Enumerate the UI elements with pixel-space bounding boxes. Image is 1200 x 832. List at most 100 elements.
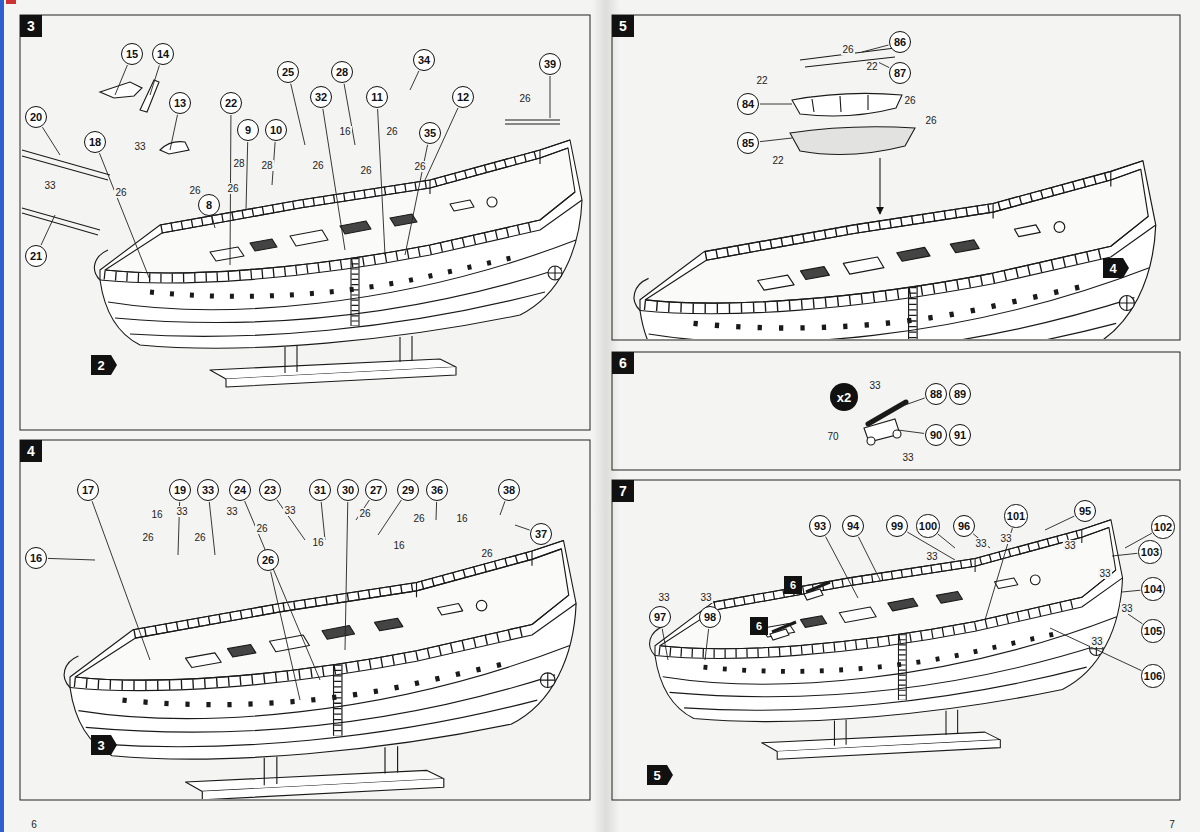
node-text: 5 <box>653 768 660 783</box>
node-text: 89 <box>954 388 966 400</box>
callout-number: 84 <box>737 93 759 115</box>
callout-number: 27 <box>365 479 387 501</box>
adhesive-code: 22 <box>771 155 784 166</box>
leader-line <box>436 502 438 520</box>
callout-number: 11 <box>366 86 388 108</box>
node-text: 93 <box>814 520 826 532</box>
leader-line <box>42 127 60 155</box>
node-text: 7 <box>619 483 627 499</box>
adhesive-code: 33 <box>868 380 881 391</box>
leader-line <box>48 558 95 560</box>
callout-number: 31 <box>309 479 331 501</box>
panel-frames <box>20 15 1180 800</box>
callout-number: 101 <box>1004 504 1027 527</box>
leader-line <box>705 629 709 660</box>
node-text: 91 <box>954 429 966 441</box>
callout-number: 35 <box>419 122 441 144</box>
leader-line <box>858 537 880 580</box>
adhesive-code: 16 <box>338 126 351 137</box>
adhesive-code: 26 <box>255 523 268 534</box>
adhesive-code: 33 <box>1090 636 1103 647</box>
node-text: 23 <box>264 484 276 496</box>
leader-line <box>321 502 325 540</box>
leader-line <box>277 500 305 540</box>
node-text: 33 <box>202 484 214 496</box>
callout-number: 8 <box>198 194 220 216</box>
leader-line <box>515 525 530 530</box>
node-text: 9 <box>245 124 251 136</box>
adhesive-code: 33 <box>974 538 987 549</box>
callout-number: 29 <box>397 479 419 501</box>
adhesive-code: 16 <box>150 509 163 520</box>
callout-number: 33 <box>197 479 219 501</box>
callout-number: 102 <box>1151 515 1174 538</box>
adhesive-code: 33 <box>225 506 238 517</box>
callout-number: 14 <box>152 43 174 65</box>
adhesive-code: 26 <box>359 165 372 176</box>
adhesive-code: 26 <box>141 532 154 543</box>
leader-line <box>150 65 159 95</box>
callout-number: 20 <box>25 106 47 128</box>
leader-line <box>973 534 990 548</box>
step-marker: 3 <box>91 735 117 755</box>
adhesive-code: 16 <box>311 537 324 548</box>
adhesive-code: 33 <box>1098 568 1111 579</box>
leader-line <box>41 215 55 245</box>
callout-number: 10 <box>265 119 287 141</box>
node-text: 13 <box>174 97 186 109</box>
adhesive-code: 22 <box>865 61 878 72</box>
adhesive-code: 33 <box>283 505 296 516</box>
node-text: 86 <box>894 36 906 48</box>
node-text: 37 <box>535 528 547 540</box>
step-reference: 6 <box>750 617 768 635</box>
callout-number: 104 <box>1141 577 1164 600</box>
node-text: 90 <box>930 429 942 441</box>
leader-line <box>898 430 924 433</box>
adhesive-code: 33 <box>999 533 1012 544</box>
step-reference: 6 <box>784 576 802 594</box>
node-text: 20 <box>30 111 42 123</box>
leader-line <box>1112 553 1137 556</box>
callout-number: 15 <box>121 43 143 65</box>
node-text: 25 <box>282 66 294 78</box>
node-text: 4 <box>27 443 35 459</box>
leader-line <box>378 109 385 255</box>
leader-line <box>99 153 150 280</box>
node-text: 103 <box>1141 546 1159 558</box>
adhesive-code: 33 <box>699 592 712 603</box>
ship-hull <box>94 140 582 387</box>
adhesive-code: 26 <box>903 95 916 106</box>
node-text: 5 <box>619 18 627 34</box>
callout-number: 87 <box>889 62 911 84</box>
node-text: 12 <box>457 91 469 103</box>
node-text: 94 <box>847 520 859 532</box>
adhesive-code: 26 <box>413 161 426 172</box>
ship-hull <box>634 161 1156 339</box>
node-text: 106 <box>1144 670 1162 682</box>
node-text: 38 <box>503 484 515 496</box>
node-text: 99 <box>891 520 903 532</box>
callout-number: 39 <box>539 53 561 75</box>
adhesive-code: 33 <box>657 592 670 603</box>
step-marker: 4 <box>1103 258 1129 278</box>
node-text: 17 <box>82 484 94 496</box>
callout-number: 88 <box>925 383 947 405</box>
node-text: 35 <box>424 127 436 139</box>
node-text: 3 <box>97 738 104 753</box>
leader-line <box>246 142 248 210</box>
node-text: 18 <box>89 136 101 148</box>
leader-line <box>378 500 401 535</box>
node-text: 19 <box>174 484 186 496</box>
leader-line <box>345 502 348 650</box>
callout-number: 16 <box>25 547 47 569</box>
node-text: 6 <box>790 579 796 591</box>
adhesive-code: 28 <box>260 160 273 171</box>
callout-number: 85 <box>737 132 759 154</box>
adhesive-code: 26 <box>193 532 206 543</box>
callout-number: 24 <box>229 479 251 501</box>
leader-line <box>1128 614 1143 624</box>
node-text: 30 <box>342 484 354 496</box>
adhesive-code: 26 <box>385 126 398 137</box>
callout-number: 30 <box>337 479 359 501</box>
